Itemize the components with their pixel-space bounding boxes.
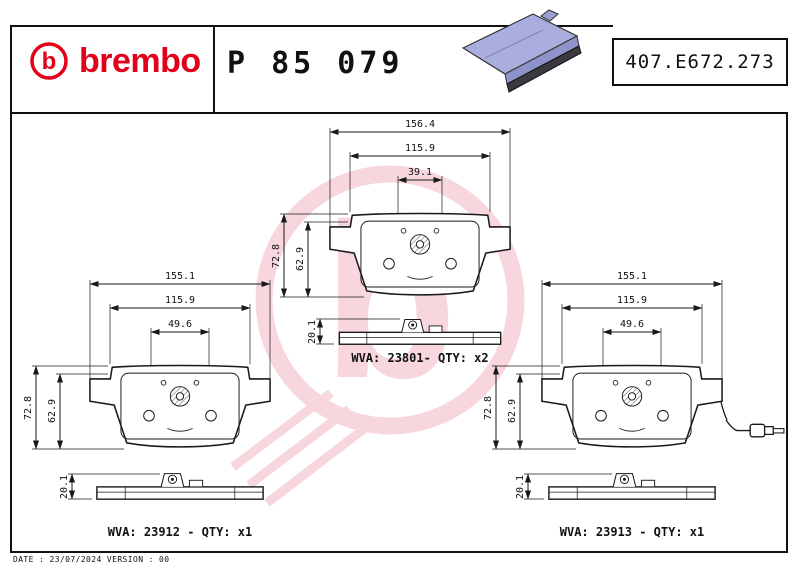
logo-b-glyph: b bbox=[42, 48, 57, 75]
dim-total-width: 156.4 bbox=[329, 119, 511, 226]
pad-backplate-edge bbox=[506, 45, 582, 93]
dim-clip-width-value: 49.6 bbox=[620, 319, 644, 330]
dim-pad-width: 115.9 bbox=[109, 295, 251, 364]
dim-total-width-value: 156.4 bbox=[405, 119, 435, 130]
dim-pad-height: 62.9 bbox=[295, 221, 348, 298]
dim-total-height-value: 72.8 bbox=[23, 396, 34, 420]
dim-total-height: 72.8 bbox=[483, 365, 576, 450]
footer-date: DATE : 23/07/2024 VERSION : 00 bbox=[13, 555, 170, 564]
dim-thickness-value: 20.1 bbox=[59, 475, 70, 499]
wear-sensor-connector bbox=[725, 419, 785, 438]
main-drawing-frame bbox=[10, 112, 788, 553]
part-number: P 85 079 bbox=[227, 46, 404, 81]
wva-label: WVA: 23912 - QTY: x1 bbox=[108, 525, 253, 539]
dim-pad-width-value: 115.9 bbox=[165, 295, 195, 306]
pad-side-view bbox=[548, 472, 716, 500]
brembo-logo-icon: b bbox=[30, 42, 68, 80]
dim-pad-width-value: 115.9 bbox=[405, 143, 435, 154]
drawing-wva-23912: 155.1 115.9 49.6 72.8 62.9 bbox=[23, 271, 271, 539]
dim-pad-height-value: 62.9 bbox=[507, 399, 518, 423]
sensor-wire bbox=[720, 401, 728, 421]
pad-clip-tab bbox=[540, 9, 559, 22]
dim-total-height-value: 72.8 bbox=[271, 244, 282, 268]
pad-top-face bbox=[461, 13, 579, 75]
dim-total-width: 155.1 bbox=[89, 271, 271, 378]
dim-pad-height-value: 62.9 bbox=[295, 247, 306, 271]
dim-pad-height-value: 62.9 bbox=[47, 399, 58, 423]
dim-clip-width-value: 39.1 bbox=[408, 167, 432, 178]
dim-pad-height: 62.9 bbox=[507, 373, 560, 450]
dim-clip-width-value: 49.6 bbox=[168, 319, 192, 330]
header-left-rule bbox=[10, 25, 12, 112]
dim-thickness-value: 20.1 bbox=[307, 320, 318, 344]
wva-label: WVA: 23913 - QTY: x1 bbox=[560, 525, 705, 539]
dim-total-width: 155.1 bbox=[541, 271, 723, 378]
pad-front-view bbox=[89, 364, 271, 448]
dim-thickness-value: 20.1 bbox=[515, 475, 526, 499]
header-top-rule bbox=[10, 25, 613, 27]
catalog-code: 407.E672.273 bbox=[625, 51, 775, 73]
dim-total-height: 72.8 bbox=[271, 213, 364, 298]
dim-total-height-value: 72.8 bbox=[483, 396, 494, 420]
pad-surface-line bbox=[484, 29, 544, 59]
pad-front-view bbox=[541, 364, 723, 448]
pad-side-view bbox=[96, 472, 264, 500]
dim-pad-width: 115.9 bbox=[349, 143, 491, 212]
catalog-code-box: 407.E672.273 bbox=[612, 38, 788, 86]
dim-total-width-value: 155.1 bbox=[617, 271, 647, 282]
dim-pad-width-value: 115.9 bbox=[617, 295, 647, 306]
drawing-wva-23913: 155.1 115.9 49.6 72.8 62.9 bbox=[483, 271, 785, 539]
dim-thickness: 20.1 bbox=[515, 473, 612, 500]
pad-side-view bbox=[338, 318, 502, 345]
wva-label: WVA: 23801- QTY: x2 bbox=[351, 351, 488, 365]
dim-total-height: 72.8 bbox=[23, 365, 124, 450]
brembo-logo: b brembo bbox=[28, 40, 201, 82]
brembo-logo-text: brembo bbox=[79, 41, 201, 80]
brake-pad-photo bbox=[461, 9, 582, 93]
header-divider bbox=[213, 25, 215, 112]
drawing-wva-23801: 156.4 115.9 39.1 72.8 62.9 bbox=[271, 119, 511, 365]
dim-pad-width: 115.9 bbox=[561, 295, 703, 364]
dim-pad-height: 62.9 bbox=[47, 373, 108, 450]
dim-thickness: 20.1 bbox=[59, 473, 160, 500]
dim-total-width-value: 155.1 bbox=[165, 271, 195, 282]
dim-thickness: 20.1 bbox=[307, 318, 400, 345]
